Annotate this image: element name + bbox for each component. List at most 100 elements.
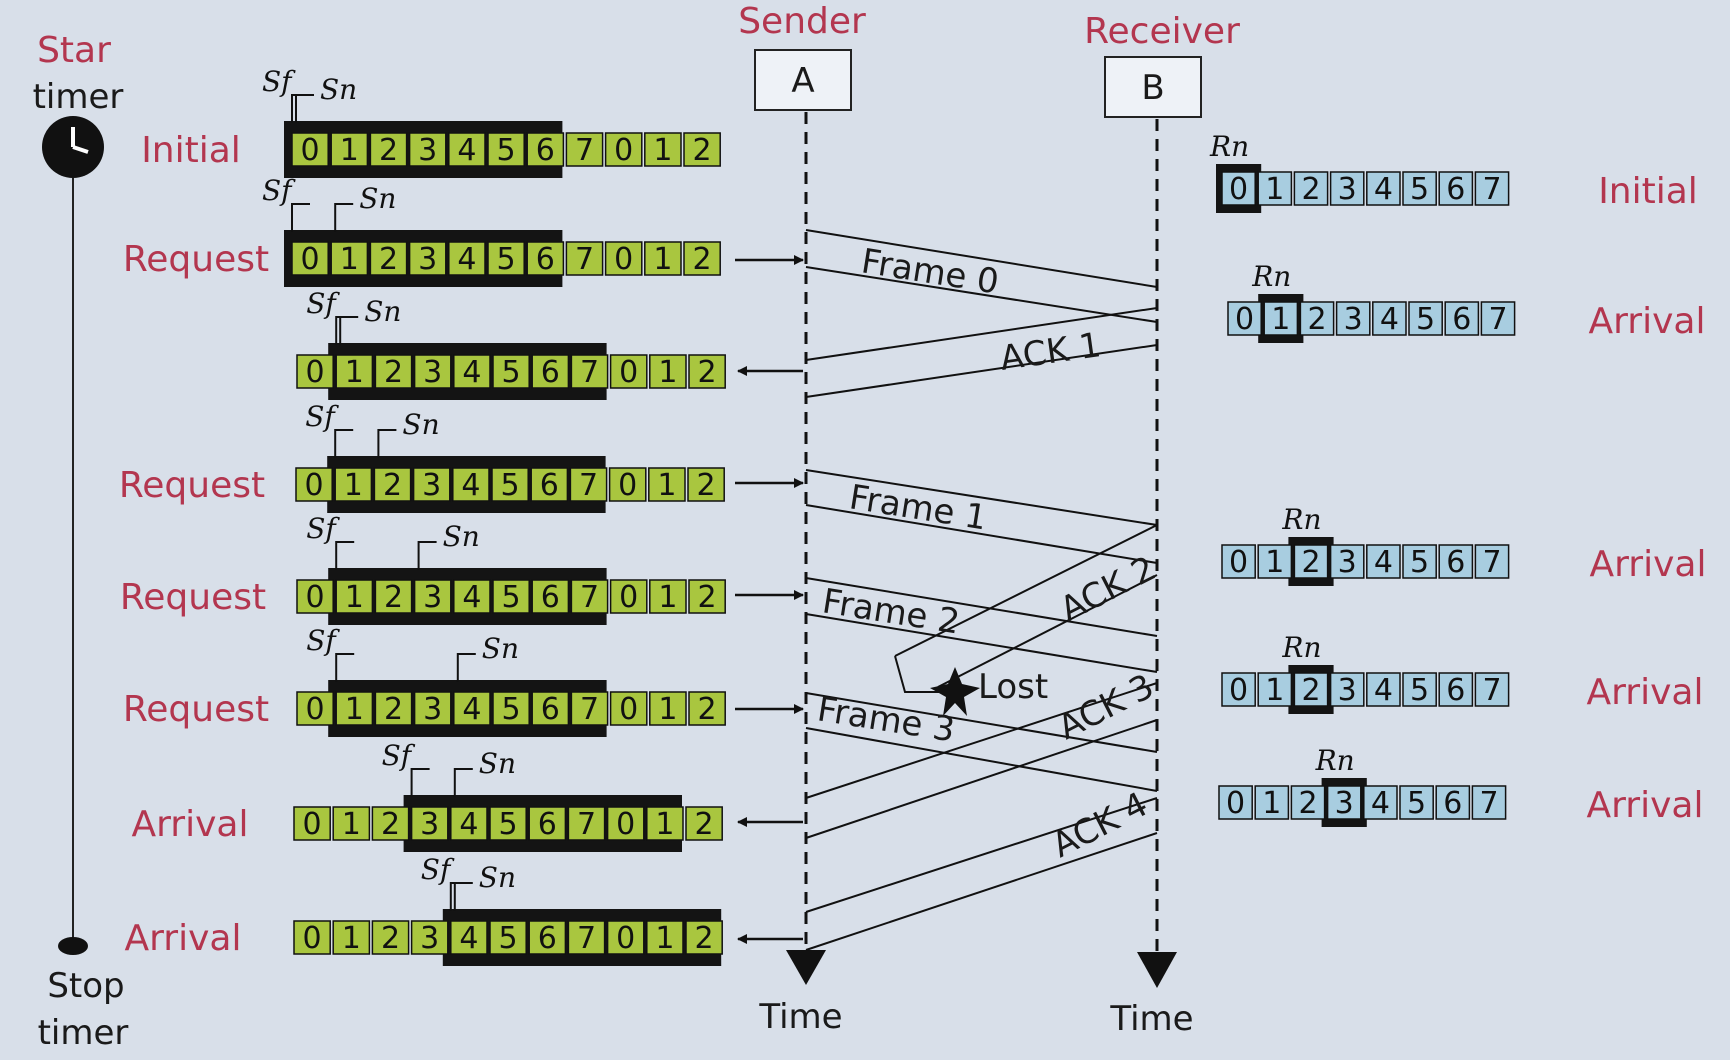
sender-cell — [291, 132, 329, 167]
sender-cell-number: 7 — [580, 355, 599, 390]
sender-cell-number: 0 — [619, 580, 638, 615]
sender-cell-number: 3 — [423, 692, 442, 727]
receiver-cell — [1402, 171, 1437, 206]
receiver-cell-number: 1 — [1265, 172, 1284, 207]
sender-cell — [526, 241, 565, 276]
sender-cell-number: 6 — [538, 921, 557, 956]
sender-cell — [450, 920, 488, 955]
sender-cell-number: 2 — [695, 807, 714, 842]
sender-cell-number: 1 — [340, 133, 359, 168]
sender-cell-number: 4 — [462, 355, 481, 390]
sn-marker — [334, 203, 354, 232]
sender-cell-number: 5 — [499, 807, 518, 842]
sender-cell — [491, 467, 529, 502]
sender-cell — [413, 354, 452, 389]
receiver-cell — [1293, 672, 1329, 707]
receiver-cell — [1363, 785, 1398, 820]
receiver-cell-number: 6 — [1446, 545, 1465, 580]
receiver-cell — [1293, 544, 1329, 579]
sender-cell-number: 6 — [536, 242, 555, 277]
sender-cell-number: 6 — [538, 807, 557, 842]
sender-cell-number: 6 — [540, 468, 559, 503]
receiver-cell-number: 1 — [1262, 786, 1281, 821]
sn-symbol: Sn — [364, 295, 401, 328]
sender-cell-number: 1 — [345, 355, 364, 390]
sender-cell-number: 1 — [344, 468, 363, 503]
receiver-cell-number: 3 — [1335, 786, 1354, 821]
sn-marker — [417, 541, 437, 570]
sender-cell-number: 4 — [459, 807, 478, 842]
receiver-cell — [1480, 301, 1516, 336]
sender-cell — [296, 579, 334, 614]
sender-cell — [369, 241, 408, 276]
sn-marker — [377, 429, 397, 458]
receiver-cell-number: 2 — [1301, 545, 1320, 580]
sender-cell — [369, 132, 408, 167]
receiver-cell — [1335, 301, 1371, 336]
receiver-cell-number: 3 — [1338, 172, 1357, 207]
sender-cell — [489, 920, 527, 955]
receiver-cell — [1408, 301, 1443, 336]
rn-symbol: Rn — [1209, 130, 1249, 163]
receiver-cell — [1329, 544, 1365, 579]
stop-timer-label-1: Stop — [47, 966, 124, 1006]
sf-symbol: Sf — [421, 853, 455, 886]
sender-cell — [330, 241, 369, 276]
sender-cell — [648, 467, 686, 502]
sf-marker — [410, 768, 430, 797]
receiver-cell-number: 4 — [1374, 545, 1393, 580]
sender-cell — [570, 691, 609, 726]
sf-marker — [334, 429, 354, 458]
sender-cell — [453, 354, 491, 389]
sender-cell — [644, 241, 682, 276]
sender-cell-number: 4 — [462, 580, 481, 615]
receiver-row-label: Arrival — [1587, 672, 1704, 713]
sender-cell — [687, 467, 725, 502]
sender-cell-number: 1 — [658, 692, 677, 727]
sender-cell — [649, 354, 687, 389]
receiver-cell-number: 5 — [1407, 786, 1426, 821]
sender-cell-number: 1 — [342, 921, 361, 956]
sender-cell — [565, 241, 604, 276]
sender-cell — [528, 920, 567, 955]
sender-cell — [293, 920, 331, 955]
stop-timer-dot — [58, 937, 88, 955]
sender-cell-number: 2 — [381, 807, 400, 842]
receiver-cell-number: 7 — [1482, 172, 1501, 207]
receiver-cell — [1329, 672, 1365, 707]
sf-marker — [335, 541, 355, 570]
sender-cell-number: 0 — [306, 355, 325, 390]
sender-cell — [609, 579, 648, 614]
sn-marker — [456, 653, 476, 682]
sender-cell-number: 7 — [577, 807, 596, 842]
receiver-cell — [1402, 544, 1437, 579]
lost-label: Lost — [978, 667, 1048, 707]
sender-cell — [604, 241, 643, 276]
receiver-cell-number: 4 — [1380, 302, 1399, 337]
receiver-cell — [1299, 301, 1335, 336]
sender-cell — [408, 241, 447, 276]
sender-cell — [565, 132, 604, 167]
sender-cell — [373, 467, 412, 502]
sender-row-label: Request — [123, 239, 269, 280]
sender-cell — [448, 241, 486, 276]
receiver-cell-number: 2 — [1301, 673, 1320, 708]
receiver-cell — [1293, 171, 1329, 206]
receiver-node-label: B — [1141, 68, 1164, 108]
sender-cell-number: 2 — [697, 468, 716, 503]
receiver-cell-number: 6 — [1446, 673, 1465, 708]
sender-cell — [293, 806, 331, 841]
rn-symbol: Rn — [1281, 503, 1321, 536]
sn-marker — [453, 768, 473, 797]
sender-cell-number: 4 — [459, 921, 478, 956]
receiver-cell-number: 7 — [1482, 673, 1501, 708]
sender-cell — [330, 132, 369, 167]
receiver-cell — [1366, 171, 1401, 206]
receiver-time-arrow — [1137, 952, 1177, 988]
sender-cell-number: 1 — [653, 242, 672, 277]
